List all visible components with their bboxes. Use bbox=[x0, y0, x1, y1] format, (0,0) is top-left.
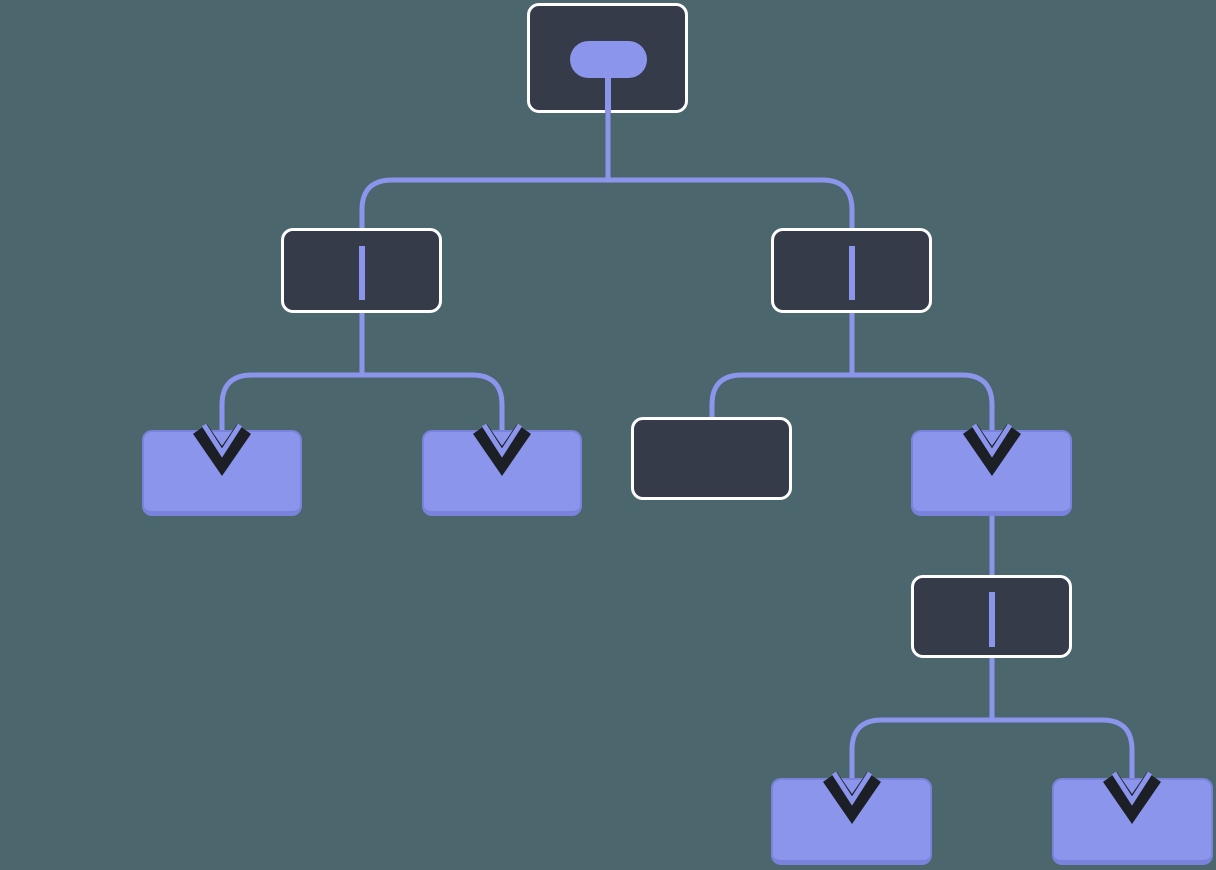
tree-node-label bbox=[284, 231, 439, 310]
tree-node-n0[interactable] bbox=[527, 3, 688, 113]
tree-node-label bbox=[914, 578, 1069, 655]
tree-node-label bbox=[1054, 780, 1211, 860]
tree-node-label bbox=[773, 780, 930, 860]
tree-node-n4[interactable] bbox=[422, 430, 582, 516]
tree-node-n8[interactable] bbox=[771, 778, 932, 865]
tree-node-label bbox=[144, 432, 300, 511]
tree-node-label bbox=[774, 231, 929, 310]
tree-node-n9[interactable] bbox=[1052, 778, 1213, 865]
tree-node-n5[interactable] bbox=[631, 417, 792, 500]
tree-node-label bbox=[634, 420, 789, 497]
tree-node-label bbox=[913, 432, 1070, 511]
node-badge-pill bbox=[570, 41, 647, 78]
tree-node-n3[interactable] bbox=[142, 430, 302, 516]
tree-node-n1[interactable] bbox=[281, 228, 442, 313]
tree-node-label bbox=[424, 432, 580, 511]
tree-node-n6[interactable] bbox=[911, 430, 1072, 516]
tree-node-n7[interactable] bbox=[911, 575, 1072, 658]
tree-node-n2[interactable] bbox=[771, 228, 932, 313]
